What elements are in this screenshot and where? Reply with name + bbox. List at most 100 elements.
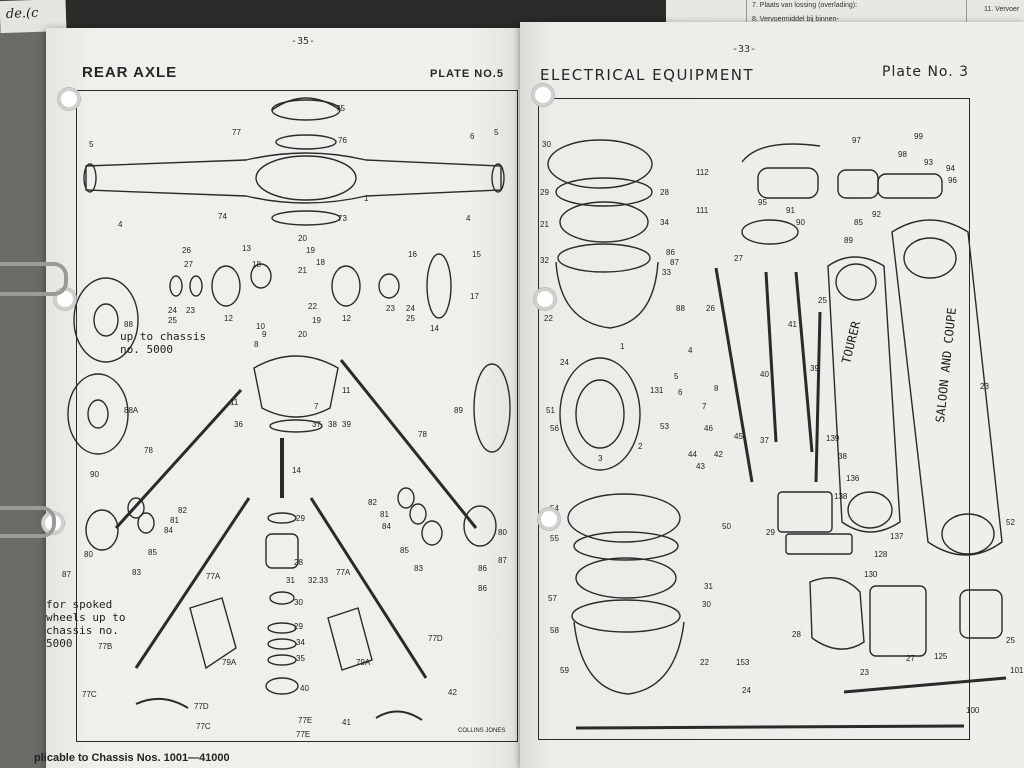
fuse-box [869, 585, 927, 657]
part-label: 83 [132, 568, 141, 577]
tail-lamp [959, 589, 1003, 639]
part-label: 28 [792, 630, 801, 639]
bottom-bar [575, 724, 965, 730]
part-label: 12 [224, 314, 233, 323]
part-label: 38 [328, 420, 337, 429]
part-label: 1 [620, 342, 625, 351]
rear-axle-page: -35- REAR AXLE PLATE NO.5 [42, 28, 521, 768]
part-label: 90 [796, 218, 805, 227]
part-label: 58 [550, 626, 559, 635]
part-label: 77E [296, 730, 311, 739]
part-label: 27 [184, 260, 193, 269]
part-label: 137 [890, 532, 904, 541]
part-label: 4 [118, 220, 123, 229]
part-label: 80 [84, 550, 93, 559]
headlamp-shell [555, 261, 659, 329]
part-label: 87 [62, 570, 71, 579]
washer [189, 275, 203, 297]
half-shaft-spoked-left [134, 497, 251, 669]
plate-number: Plate No. 3 [882, 64, 970, 80]
part-label: 7 [314, 402, 319, 411]
part-label: 2 [638, 442, 643, 451]
part-label: 46 [704, 424, 713, 433]
part-label: 25 [818, 296, 827, 305]
axle-center [255, 155, 357, 201]
washer [169, 275, 183, 297]
part-label: 29 [540, 188, 549, 197]
part-label: 59 [560, 666, 569, 675]
part-label: 86 [666, 248, 675, 257]
part-label: 4 [688, 346, 693, 355]
knock-on-nut [135, 697, 189, 709]
part-label: 28 [294, 558, 303, 567]
switch-panel [809, 577, 865, 650]
part-label: 23 [860, 668, 869, 677]
part-label: 51 [546, 406, 555, 415]
part-label: 23 [980, 382, 989, 391]
part-label: 73 [338, 214, 347, 223]
crown-wheel [426, 253, 452, 319]
part-label: 139 [826, 434, 840, 443]
electrical-diagram [547, 139, 1007, 730]
part-label: 37 [312, 420, 321, 429]
part-label: 15 [472, 250, 481, 259]
part-label: 78 [418, 430, 427, 439]
brake-drum [73, 277, 139, 363]
part-label: 39 [342, 420, 351, 429]
part-label: 89 [844, 236, 853, 245]
part-label: 38 [838, 452, 847, 461]
part-label: 55 [550, 534, 559, 543]
part-label: 30 [294, 598, 303, 607]
part-label: 85 [854, 218, 863, 227]
part-label: 88 [124, 320, 133, 329]
part-label: 41 [342, 718, 351, 727]
punch-hole [538, 508, 560, 530]
part-label: 23 [186, 306, 195, 315]
wiper-rod [814, 311, 822, 483]
part-label: 88 [676, 304, 685, 313]
part-label: 77D [428, 634, 443, 643]
part-label: 77C [196, 722, 211, 731]
part-label: 39 [810, 364, 819, 373]
part-label: 24 [742, 686, 751, 695]
part-label: 85 [400, 546, 409, 555]
part-label: 153 [736, 658, 750, 667]
washer [267, 654, 297, 666]
plate-number: PLATE NO.5 [430, 68, 504, 80]
headlamp-ring [571, 599, 681, 633]
part-label: 30 [542, 140, 551, 149]
brake-drum-center [93, 303, 119, 337]
gasket-ring [269, 419, 323, 433]
part-label: 34 [296, 638, 305, 647]
gear-part [331, 265, 361, 307]
part-label: 40 [300, 684, 309, 693]
washer [409, 503, 427, 525]
headlamp-ring [557, 243, 651, 273]
wheel-disc [67, 373, 129, 455]
chassis-note: up to chassis no. 5000 [120, 330, 206, 356]
part-label: 36 [234, 420, 243, 429]
part-label: 79A [222, 658, 237, 667]
part-label: 17 [470, 292, 479, 301]
note-line: 5000 [46, 637, 73, 650]
part-label: 131 [650, 386, 664, 395]
part-label: 43 [696, 462, 705, 471]
headlamp-reflector [559, 201, 649, 243]
part-label: 32.33 [308, 576, 329, 585]
form-line: 7. Plaats van lossing (overlading): [752, 2, 858, 9]
part-label: 84 [382, 522, 391, 531]
part-label: 80 [498, 528, 507, 537]
screen-grille [835, 263, 877, 301]
part-label: 18 [252, 260, 261, 269]
part-label: 6 [470, 132, 475, 141]
part-label: 41 [788, 320, 797, 329]
seal-ring [473, 363, 511, 453]
form-line: 8. Vervoermiddel bij binnen- [752, 16, 839, 23]
part-label: 25 [406, 314, 415, 323]
form-line: 11. Vervoer [984, 6, 1020, 13]
part-label: 24 [560, 358, 569, 367]
part-label: 82 [178, 506, 187, 515]
spoked-wheels-note: for spoked wheels up to chassis no. 5000 [46, 598, 125, 650]
binder-ring [0, 506, 56, 538]
bearing [421, 520, 443, 546]
